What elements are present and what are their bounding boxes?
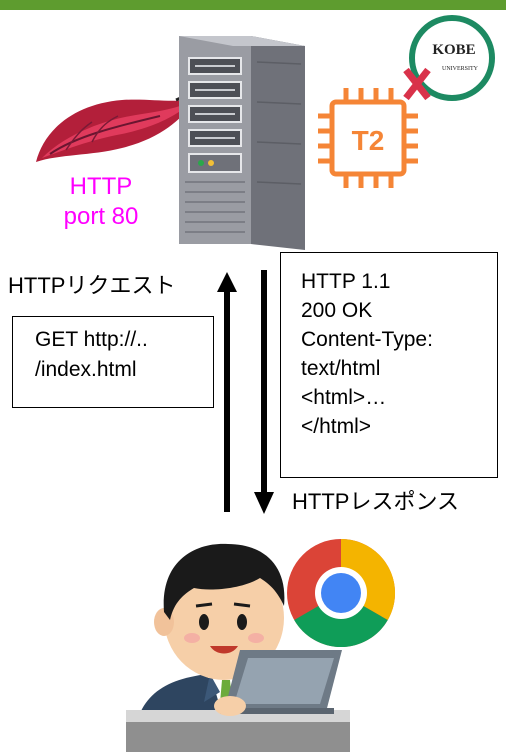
response-message-box: HTTP 1.1 200 OK Content-Type: text/html … — [280, 252, 498, 478]
svg-text:KOBE: KOBE — [432, 42, 475, 58]
response-line: text/html — [301, 357, 381, 380]
request-line: GET http://.. — [35, 328, 148, 351]
server-tower-icon — [179, 36, 305, 250]
protocol-text: HTTP — [69, 173, 133, 200]
port-text: port 80 — [63, 203, 139, 230]
response-line: HTTP 1.1 — [301, 270, 391, 293]
request-arrow-head — [217, 272, 237, 292]
user-with-laptop-illustration — [126, 543, 350, 752]
t2-instance-chip-icon: T2 — [318, 88, 418, 188]
response-line: 200 OK — [301, 299, 373, 322]
request-message-box: GET http://.. /index.html — [12, 316, 214, 408]
kobe-university-logo: KOBE UNIVERSITY — [403, 15, 495, 101]
response-label: HTTPレスポンス — [292, 489, 459, 514]
server-protocol-label: HTTP port 80 — [56, 172, 146, 232]
request-label: HTTPリクエスト — [8, 273, 176, 298]
response-line: <html>… — [301, 386, 387, 409]
instance-type-label: T2 — [352, 125, 385, 156]
response-arrow-head — [254, 492, 274, 514]
response-line: </html> — [301, 415, 372, 438]
response-line: Content-Type: — [301, 328, 433, 351]
apache-feather-icon — [36, 86, 200, 162]
svg-text:UNIVERSITY: UNIVERSITY — [442, 66, 479, 72]
top-accent-bar — [0, 0, 506, 10]
chrome-browser-icon — [287, 539, 396, 648]
request-line: /index.html — [35, 358, 137, 381]
request-response-arrows — [217, 270, 274, 514]
